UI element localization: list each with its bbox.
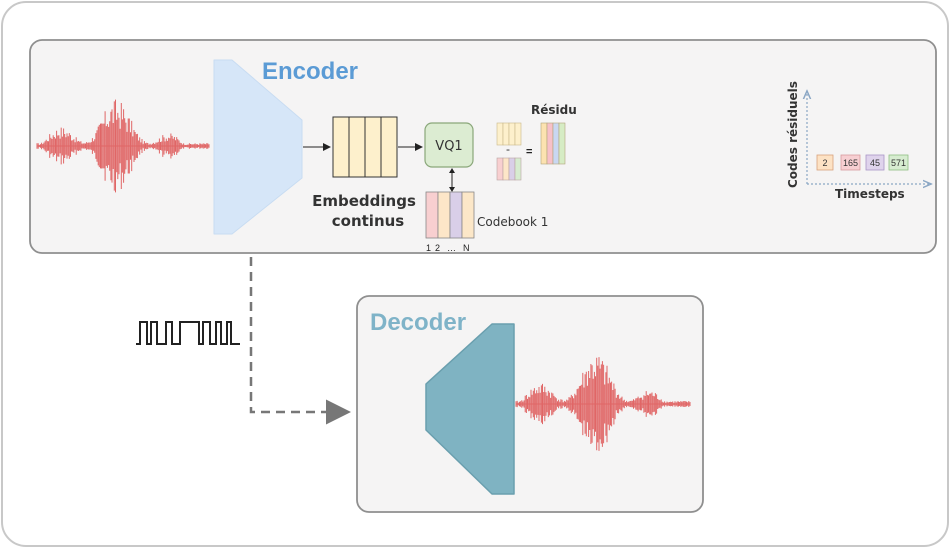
residual-bottom-operand [496, 157, 522, 181]
codebook-index-ellipsis: … [447, 243, 456, 253]
equals-sign: = [526, 146, 532, 158]
encoder-input-waveform [36, 99, 210, 193]
svg-text:45: 45 [870, 158, 880, 168]
code-token-2: 165 [840, 154, 861, 171]
vq-label: VQ1 [435, 139, 462, 154]
encoder-to-decoder-arrow [249, 257, 351, 425]
discrete-codes-signal [136, 321, 240, 345]
svg-text:571: 571 [891, 158, 906, 168]
codebook-index-n: N [463, 243, 470, 253]
decoder-panel: Decoder [356, 295, 704, 513]
residual-label: Résidu [531, 103, 577, 117]
code-token-4: 571 [888, 154, 909, 171]
codes-x-label: Timesteps [835, 187, 905, 201]
embeddings-block [332, 116, 398, 178]
svg-text:165: 165 [843, 158, 858, 168]
codebook-index-1: 1 [426, 243, 431, 253]
codebook-label: Codebook 1 [477, 215, 548, 229]
code-token-3: 45 [865, 154, 885, 171]
decoder-shape [425, 323, 515, 495]
codes-y-label: Codes résiduels [786, 81, 800, 188]
svg-text:2: 2 [822, 158, 827, 168]
decoder-title: Decoder [370, 309, 466, 336]
codebook-block [425, 191, 475, 239]
embeddings-label-line2: continus [332, 212, 405, 230]
residual-top-operand [496, 122, 522, 146]
vq-box [424, 122, 474, 168]
codebook-index-2: 2 [435, 243, 440, 253]
encoder-panel: Encoder Embeddings continus VQ1 Codebook… [29, 39, 937, 254]
embeddings-label-line1: Embeddings [312, 192, 416, 210]
decoder-output-waveform [515, 357, 691, 451]
minus-sign: - [506, 142, 510, 156]
encoder-shape [213, 59, 303, 235]
code-token-1: 2 [816, 154, 834, 171]
encoder-title: Encoder [262, 58, 358, 85]
residual-result [540, 122, 566, 165]
